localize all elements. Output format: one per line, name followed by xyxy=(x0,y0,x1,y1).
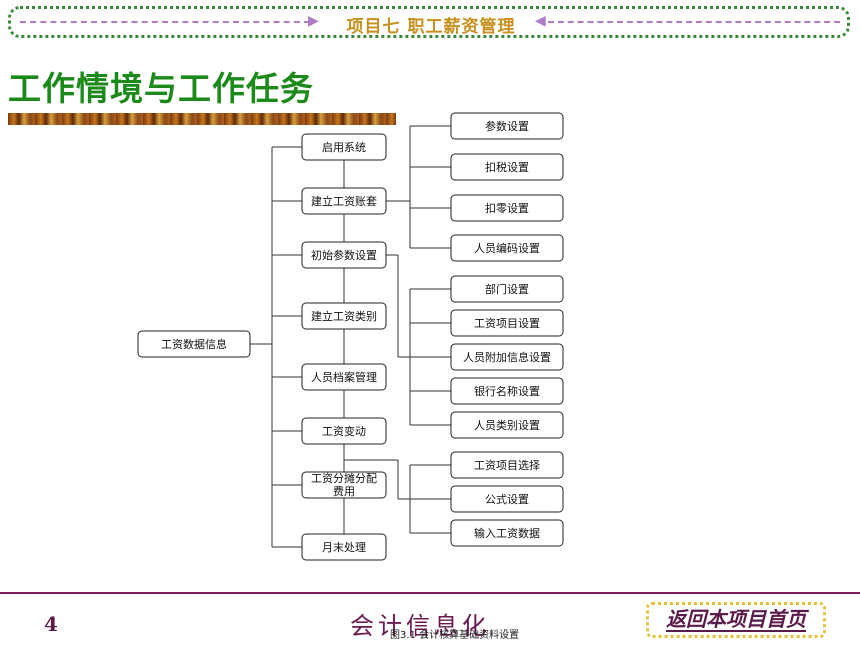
sub-node: 参数设置 xyxy=(485,119,529,133)
sub-node: 人员附加信息设置 xyxy=(463,350,551,364)
step-node: 月末处理 xyxy=(322,540,366,554)
step-node-line1: 工资分摊分配 xyxy=(311,471,377,485)
step-node-line2: 费用 xyxy=(333,485,355,498)
page-title: 工作情境与工作任务 xyxy=(8,69,314,108)
arrow-right-icon: ▶ xyxy=(308,13,319,29)
sub-node: 工资项目设置 xyxy=(474,317,540,330)
step-node: 初始参数设置 xyxy=(311,248,377,262)
header-band xyxy=(8,6,850,38)
sub-node: 人员编码设置 xyxy=(474,241,540,255)
figure-caption: 图3.1 会计核算基础资料设置 xyxy=(390,630,520,641)
decorative-texture-bar xyxy=(8,113,396,125)
back-button-label: 返回本项目首页 xyxy=(666,607,806,632)
arrow-left-icon: ◀ xyxy=(535,13,546,29)
sub-node: 公式设置 xyxy=(485,493,529,506)
sub-node: 部门设置 xyxy=(485,282,529,296)
sub-node: 银行名称设置 xyxy=(474,384,540,398)
root-node: 工资数据信息 xyxy=(161,337,227,351)
sub-node: 人员类别设置 xyxy=(474,418,540,432)
footer-title: 会计信息化 xyxy=(350,612,490,640)
footer-divider xyxy=(0,592,860,594)
step-node: 启用系统 xyxy=(322,141,366,154)
header-dash-left xyxy=(20,21,310,23)
sub-node: 输入工资数据 xyxy=(474,526,540,540)
step-node: 工资变动 xyxy=(322,424,366,438)
page-number: 4 xyxy=(44,612,58,636)
flow-diagram: 工资数据信息 启用系统 建立工资账套 初始参数设置 建立工资类别 人员档案管理 … xyxy=(137,112,564,561)
sub-node: 工资项目选择 xyxy=(474,458,540,472)
step-node: 人员档案管理 xyxy=(311,370,377,384)
step-node: 建立工资类别 xyxy=(311,309,377,323)
back-to-project-home-button[interactable]: 返回本项目首页 xyxy=(646,602,826,638)
sub-node: 扣税设置 xyxy=(485,160,529,174)
sub-node: 扣零设置 xyxy=(485,201,529,215)
step-node: 建立工资账套 xyxy=(311,194,377,208)
header-title: 项目七 职工薪资管理 xyxy=(346,17,516,37)
header-dash-right xyxy=(548,21,840,23)
